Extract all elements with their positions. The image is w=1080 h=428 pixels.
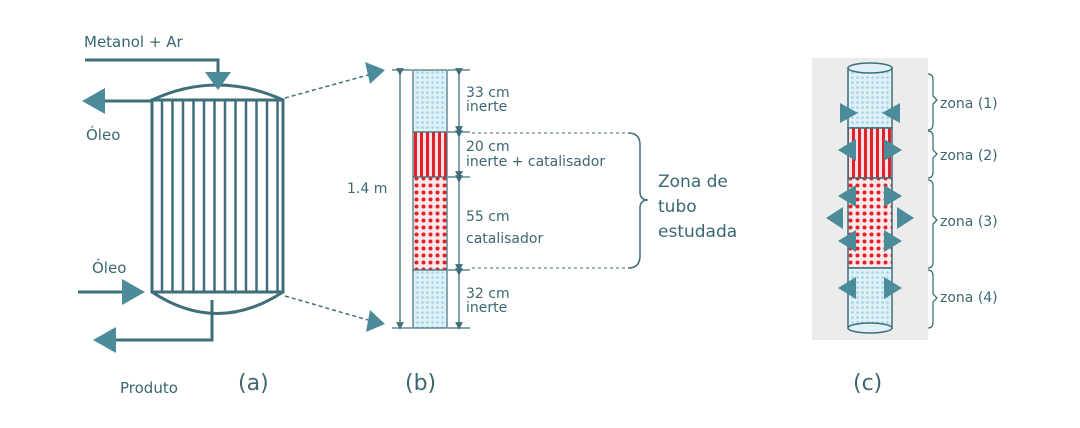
zone-braces xyxy=(927,73,938,329)
section-size: 33 cm xyxy=(466,85,510,101)
zoom-connectors xyxy=(284,74,369,321)
section-name: inerte xyxy=(466,99,507,115)
tube-section xyxy=(412,69,448,329)
length-label: 1.4 m xyxy=(347,181,387,197)
arrow-icon xyxy=(826,207,843,229)
zone-3-label: zona (3) xyxy=(940,214,998,230)
section-size: 55 cm xyxy=(466,209,510,225)
section-name: catalisador xyxy=(466,231,543,247)
zone-4-label: zona (4) xyxy=(940,290,998,306)
panel-label-b: (b) xyxy=(405,371,436,396)
zone-2-label: zona (2) xyxy=(940,148,998,164)
product-label: Produto xyxy=(120,379,178,397)
arrow-icon xyxy=(884,185,902,207)
zone-label: Zona de xyxy=(658,172,728,192)
arrow-down-icon xyxy=(205,72,231,90)
heat-flux-arrows xyxy=(826,103,914,299)
panel-label-a: (a) xyxy=(238,371,269,396)
arrow-icon xyxy=(840,103,858,123)
arrow-icon xyxy=(882,103,900,123)
arrow-icon xyxy=(366,310,385,332)
zone-brace xyxy=(627,132,649,269)
zone-1-label: zona (1) xyxy=(940,96,998,112)
arrow-icon xyxy=(838,139,856,161)
zone-label: tubo xyxy=(658,197,697,217)
arrow-icon xyxy=(884,230,902,252)
panel-label-c: (c) xyxy=(853,371,882,396)
arrow-icon xyxy=(884,139,902,161)
section-name: inerte + catalisador xyxy=(466,154,605,170)
arrow-icon xyxy=(365,62,385,84)
arrow-left-icon xyxy=(93,327,116,353)
inlet-label: Metanol + Ar xyxy=(84,33,183,51)
arrow-left-icon xyxy=(82,88,105,114)
oil-out-label: Óleo xyxy=(86,125,120,144)
arrow-icon xyxy=(838,230,856,252)
zone-label: estudada xyxy=(658,222,737,242)
arrow-right-icon xyxy=(122,279,145,305)
dimension-lines xyxy=(392,68,470,330)
flow-arrows xyxy=(82,72,231,353)
section-size: 32 cm xyxy=(466,286,510,302)
arrow-icon xyxy=(897,207,914,229)
section-name: inerte xyxy=(466,300,507,316)
zone-guides xyxy=(472,132,625,269)
oil-in-label: Óleo xyxy=(92,258,126,277)
arrow-icon xyxy=(838,277,856,299)
section-size: 20 cm xyxy=(466,139,510,155)
reactor-shell xyxy=(78,58,285,342)
arrow-icon xyxy=(884,277,902,299)
arrow-icon xyxy=(838,185,856,207)
